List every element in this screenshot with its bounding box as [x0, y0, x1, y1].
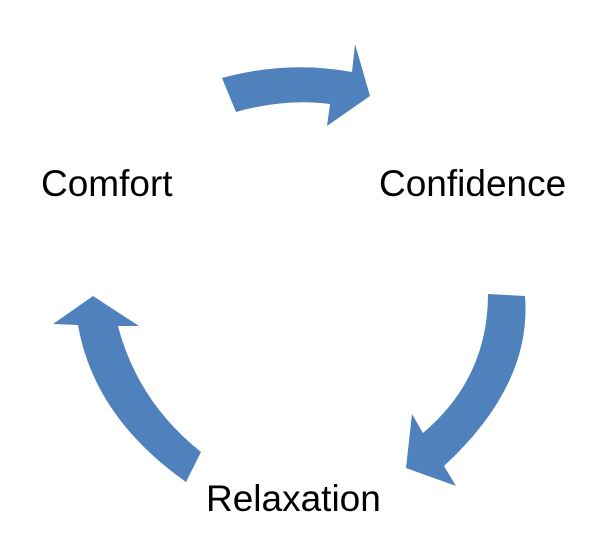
node-label-comfort: Comfort [41, 163, 173, 204]
node-label-relaxation: Relaxation [206, 478, 381, 519]
arrow-comfort-to-confidence [222, 44, 370, 126]
arrow-relaxation-to-comfort [53, 296, 201, 482]
node-label-confidence: Confidence [379, 163, 567, 204]
arrow-confidence-to-relaxation [406, 294, 526, 486]
